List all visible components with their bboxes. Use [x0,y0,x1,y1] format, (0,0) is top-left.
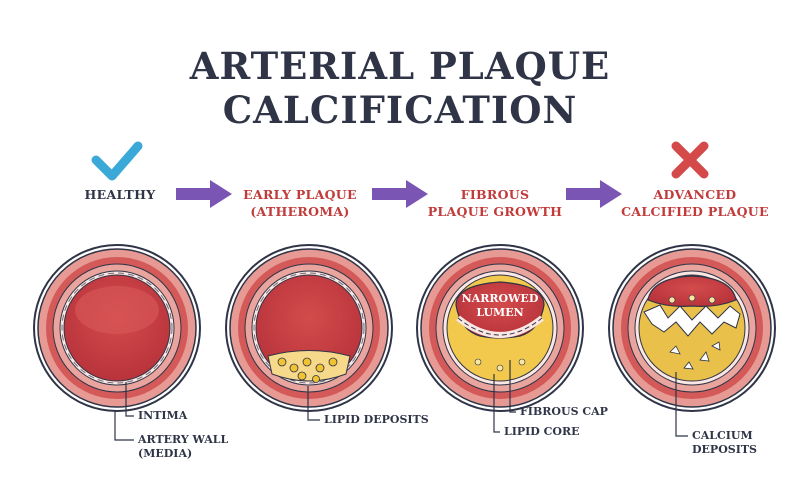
title-line-1: ARTERIAL PLAQUE [189,44,611,88]
label-artery-wall: ARTERY WALL(MEDIA) [138,433,229,460]
arrow-icon [566,180,622,208]
arrow-icon [176,180,232,208]
stage-label-healthy: HEALTHY [84,187,156,202]
cross-icon [671,141,709,179]
title-line-2: CALCIFICATION [222,88,578,132]
artery-fibrous-plaque [416,244,584,412]
stage-label-early-plaque: EARLY PLAQUE(ATHEROMA) [243,187,357,219]
label-lipid-core: LIPID CORE [504,425,580,438]
artery-healthy [33,244,201,412]
label-lipid-deposits: LIPID DEPOSITS [324,413,429,426]
check-icon [91,141,143,181]
leader-lines [114,360,688,441]
artery-advanced-calcified [608,244,776,412]
arrow-icon [372,180,428,208]
label-fibrous-cap: FIBROUS CAP [520,405,608,418]
label-intima: INTIMA [138,409,188,422]
artery-early-plaque [225,244,393,412]
